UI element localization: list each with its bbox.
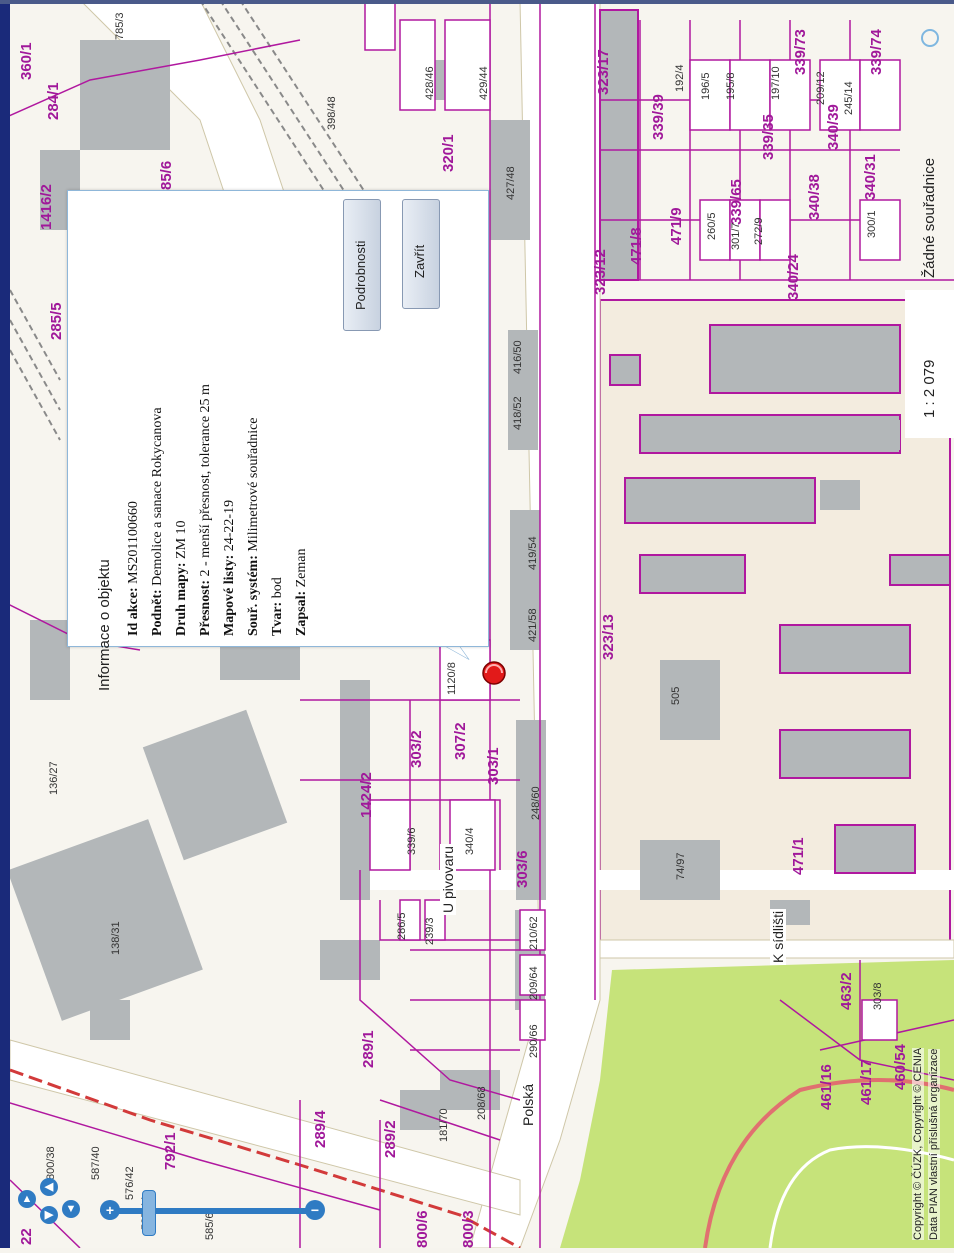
scale-box: 1 : 2 079 (905, 290, 954, 438)
popup-field-tvar: Tvar: bod (270, 577, 285, 636)
zoom-slider-track[interactable] (100, 1208, 320, 1214)
copyright-line1: Copyright © ČÚZK, Copyright © CENIA (912, 1047, 924, 1240)
close-button[interactable]: Zavřít (402, 199, 440, 309)
street-label-u-pivovaru: U pivovaru (440, 844, 456, 915)
zoom-out-button[interactable]: − (305, 1200, 325, 1220)
pan-left-icon[interactable]: ◀ (40, 1178, 58, 1196)
popup-field-sour-system: Souř. systém: Milimetrové souřadnice (246, 417, 261, 636)
details-button[interactable]: Podrobnosti (343, 199, 381, 331)
refresh-icon (921, 29, 939, 47)
zoom-in-button[interactable]: + (100, 1200, 120, 1220)
pan-down-icon[interactable]: ▼ (62, 1200, 80, 1218)
street-label-k-sidlisti: K sídlišti (770, 908, 786, 965)
popup-field-id: Id akce: MS201100660 (126, 501, 141, 636)
top-edge-bar (0, 0, 954, 4)
popup-field-presnost: Přesnost: 2 - menší přesnost, tolerance … (198, 384, 213, 636)
popup-title: Informace o objektu (96, 559, 113, 691)
street-label-polska: Polská (520, 1081, 536, 1128)
popup-field-zapsal: Zapsal: Zeman (294, 548, 309, 637)
zoom-slider-handle[interactable] (142, 1190, 156, 1236)
left-edge-bar (0, 0, 10, 1248)
popup-field-druh-mapy: Druh mapy: ZM 10 (174, 520, 189, 636)
pan-right-icon[interactable]: ▶ (40, 1206, 58, 1224)
pan-up-icon[interactable]: ▲ (18, 1190, 36, 1208)
scale-text: 1 : 2 079 (921, 359, 938, 418)
coordinates-text: Žádné souřadnice (921, 157, 938, 278)
copyright-line2: Data PIAN vlastní příslušná organizace (928, 1048, 940, 1240)
object-info-popup: Informace o objektu Id akce: MS201100660… (67, 190, 489, 691)
popup-field-podnet: Podnět: Demolice a sanace Rokycanova (150, 407, 165, 636)
popup-field-mapove-listy: Mapové listy: 24-22-19 (222, 499, 237, 636)
